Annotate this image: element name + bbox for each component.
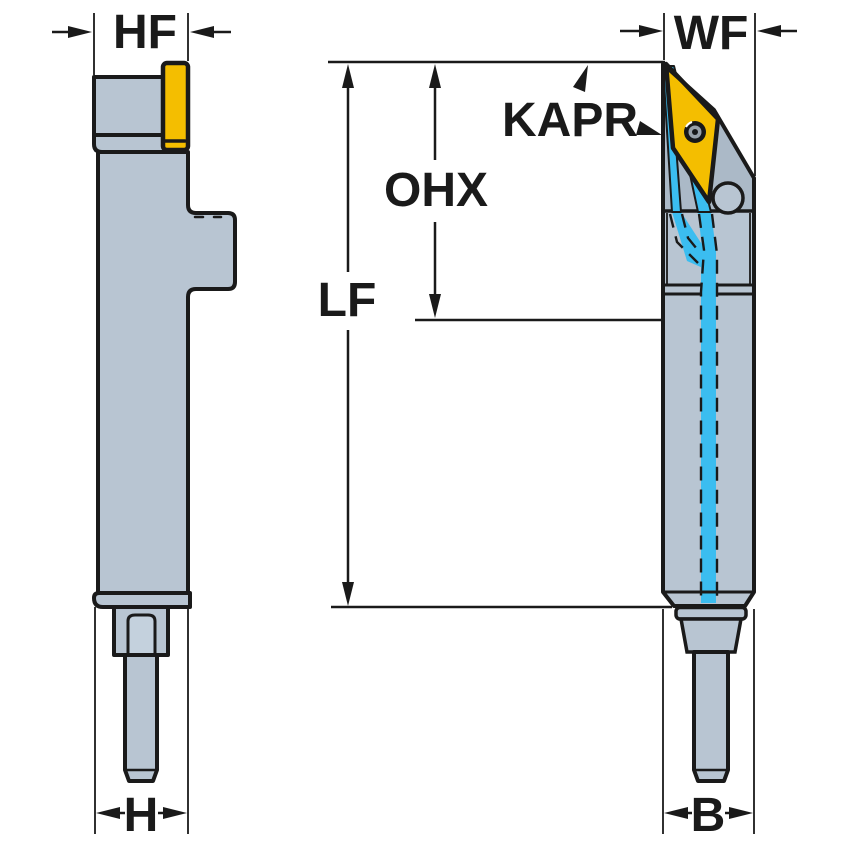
h-label: H xyxy=(124,789,159,842)
annotation-kapr: KAPR xyxy=(502,65,662,147)
dimension-h: H xyxy=(94,607,189,842)
front-body-outline xyxy=(661,62,756,608)
arrowhead-up-icon xyxy=(429,64,441,88)
side-body xyxy=(96,150,237,595)
dimension-hf: HF xyxy=(52,6,231,75)
dimension-wf: WF xyxy=(620,7,797,176)
wf-label: WF xyxy=(674,7,749,60)
side-insert xyxy=(160,60,191,153)
coolant-branch xyxy=(672,212,703,268)
arrowhead-up-icon xyxy=(342,64,354,88)
arrowhead-up-icon xyxy=(573,65,588,92)
arrowhead-right-icon xyxy=(636,121,662,135)
coolant-dashed-line xyxy=(710,213,719,600)
arrowhead-down-icon xyxy=(429,294,441,318)
front-pin xyxy=(692,650,730,783)
lf-label: LF xyxy=(318,274,377,327)
side-pin xyxy=(123,653,159,783)
kapr-label: KAPR xyxy=(502,94,638,147)
ohx-label: OHX xyxy=(384,164,488,217)
arrowhead-right-icon xyxy=(639,25,663,37)
side-nut-flat xyxy=(126,613,157,657)
dimension-lf: LF xyxy=(318,64,672,609)
arrowhead-right-icon xyxy=(163,807,187,819)
arrowhead-right-icon xyxy=(729,807,753,819)
coolant-dashed-line xyxy=(668,213,699,264)
dimension-b: B xyxy=(662,609,755,842)
arrowhead-left-icon xyxy=(96,807,120,819)
arrowhead-left-icon xyxy=(190,26,214,38)
side-bottom-flange xyxy=(92,591,192,609)
arrowhead-down-icon xyxy=(342,582,354,606)
coolant-dashed-line xyxy=(697,213,706,600)
coolant-channel xyxy=(701,248,716,603)
front-clamp-bulge xyxy=(711,181,745,215)
dimension-ohx: OHX xyxy=(384,64,662,322)
front-view xyxy=(661,61,756,783)
side-view xyxy=(92,60,237,783)
insert-screw-icon xyxy=(684,121,706,143)
coolant-dashed-line xyxy=(680,213,702,255)
screw-highlight xyxy=(685,121,693,128)
b-label: B xyxy=(691,789,726,842)
side-head xyxy=(92,75,165,137)
arrowhead-left-icon xyxy=(664,807,688,819)
front-collar-taper xyxy=(678,617,744,654)
hf-label: HF xyxy=(113,6,177,59)
screw-center xyxy=(692,129,698,135)
arrowhead-left-icon xyxy=(757,25,781,37)
arrowhead-right-icon xyxy=(68,26,92,38)
